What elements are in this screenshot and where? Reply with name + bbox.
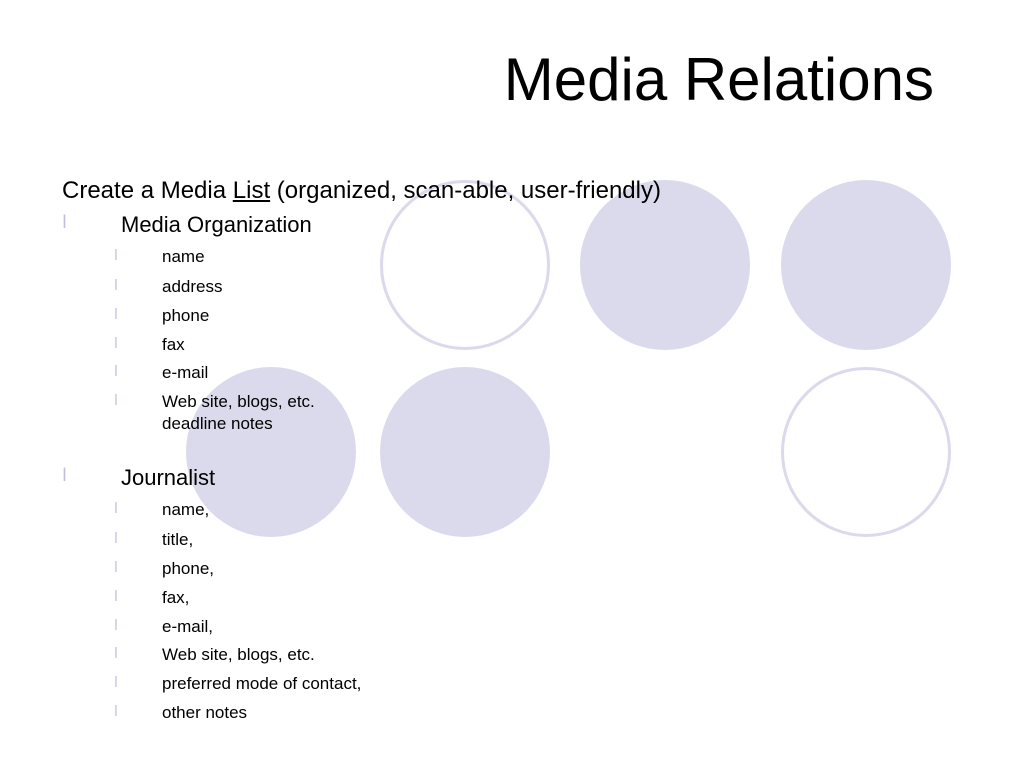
list-item-text: title, (162, 530, 194, 550)
decorative-circle (781, 180, 951, 350)
intro-underlined-word: List (232, 177, 271, 204)
bullet-icon: l (114, 703, 118, 720)
bullet-icon: l (62, 465, 68, 487)
bullet-icon: l (114, 531, 118, 548)
bullet-icon: l (114, 278, 118, 294)
list-item-text: preferred mode of contact, (162, 674, 362, 694)
list-item: l e-mail, (62, 610, 962, 639)
list-item-text: fax (162, 334, 185, 354)
list-item-text: e-mail (162, 363, 209, 383)
bullet-icon: l (114, 617, 118, 634)
list-item: l address (62, 270, 962, 299)
intro-line: Create a Media List (organized, scan-abl… (62, 174, 962, 208)
list-item-text: fax, (162, 587, 190, 607)
list-item-text: name (162, 247, 205, 266)
list-item: l Web site, blogs, etc. deadline notes (62, 385, 962, 437)
list-item-text: phone, (162, 558, 214, 578)
section-heading-text: Journalist (121, 465, 216, 491)
list-item: l name (62, 240, 962, 270)
list-item: l Web site, blogs, etc. (62, 638, 962, 667)
list-item-text: phone (162, 305, 210, 325)
bullet-icon: l (114, 306, 118, 323)
bullet-icon: l (114, 248, 118, 264)
bullet-icon: l (114, 588, 118, 605)
section-heading-text: Media Organization (121, 212, 312, 237)
list-item: l fax, (62, 581, 962, 610)
list-item: l phone, (62, 552, 962, 581)
intro-text-after: (organized, scan-able, user-friendly) (270, 177, 661, 204)
list-item-text: Web site, blogs, etc. (162, 645, 315, 665)
list-item-text: e-mail, (162, 616, 214, 636)
list-item-text: address (162, 277, 223, 296)
decorative-circle (580, 180, 750, 350)
decorative-circle (186, 367, 356, 537)
bullet-icon: l (62, 212, 68, 233)
list-item-text: other notes (162, 702, 248, 722)
list-item: l e-mail (62, 356, 962, 385)
slide-title: Media Relations (503, 46, 934, 113)
intro-text-before: Create a Media (62, 177, 233, 204)
bullet-icon: l (114, 393, 118, 410)
bullet-icon: l (114, 646, 118, 663)
list-item-text: Web site, blogs, etc. (162, 392, 315, 412)
bullet-icon: l (114, 335, 118, 352)
bullet-icon: l (114, 559, 118, 576)
bullet-icon: l (114, 501, 118, 518)
list-item: l name, (62, 493, 962, 523)
list-item: l fax (62, 328, 962, 357)
section-heading-media-organization: l Media Organization (62, 210, 962, 240)
bullet-icon: l (114, 675, 118, 692)
section-heading-journalist: l Journalist (62, 463, 962, 493)
list-item: l preferred mode of contact, (62, 667, 962, 696)
list-item-text: name, (162, 500, 210, 520)
bullet-icon: l (114, 364, 118, 381)
slide-body: Create a Media List (organized, scan-abl… (62, 174, 962, 725)
decorative-circle (380, 367, 550, 537)
list-item: l phone (62, 299, 962, 328)
list-item: l other notes (62, 696, 962, 725)
decorative-circle (781, 367, 951, 537)
decorative-circle (380, 180, 550, 350)
list-item: l title, (62, 523, 962, 552)
list-item-continuation: deadline notes (162, 414, 273, 434)
